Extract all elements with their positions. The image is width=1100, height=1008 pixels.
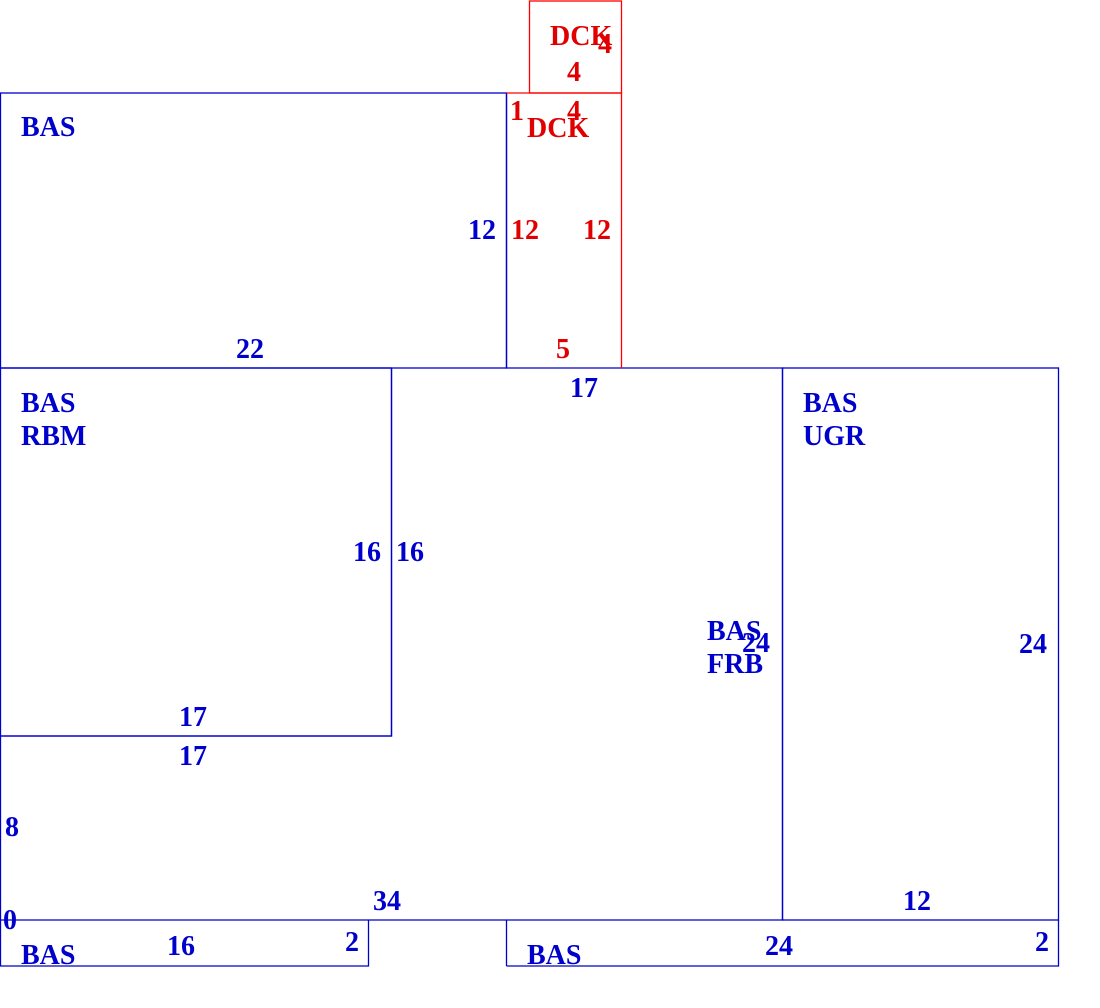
bas-ugr-outline bbox=[781, 367, 1060, 921]
bas-ugr-dim-bottom: 12 bbox=[903, 886, 931, 917]
deck-top-dim-right: 4 bbox=[598, 29, 612, 60]
deck-side-label: DCK bbox=[527, 113, 589, 144]
bas-frb-dim-upper-left: 17 bbox=[179, 741, 207, 772]
bas-bottom-right-label: BAS bbox=[527, 940, 581, 971]
bas-rbm-label-2: RBM bbox=[21, 421, 86, 452]
deck-side-dim-bottom: 5 bbox=[556, 334, 570, 365]
bas-bottom-left-dim-right: 2 bbox=[345, 927, 359, 958]
bas-bottom-right-dim-top: 24 bbox=[765, 931, 793, 962]
bas-frb-label-2: FRB bbox=[707, 649, 763, 680]
deck-side-outline bbox=[506, 92, 623, 368]
bas-ugr-label-2: UGR bbox=[803, 421, 866, 452]
bas-rbm-dim-right: 16 bbox=[353, 537, 381, 568]
bas-bottom-left-outline bbox=[0, 920, 370, 967]
bas-ugr-label-1: BAS bbox=[803, 388, 857, 419]
bas-bottom-left-dim-left: 0 bbox=[3, 905, 17, 936]
bas-upper-outline bbox=[0, 92, 508, 369]
deck-side-dim-left: 12 bbox=[511, 215, 539, 246]
bas-frb-dim-left: 16 bbox=[396, 537, 424, 568]
bas-frb-dim-right: 24 bbox=[742, 628, 770, 659]
bas-bottom-right-outline bbox=[505, 920, 1060, 967]
bas-ugr-dim-right: 24 bbox=[1019, 629, 1047, 660]
deck-side-dim-right: 12 bbox=[583, 215, 611, 246]
bas-frb-label-1: BAS bbox=[707, 616, 761, 647]
bas-upper-dim-right: 12 bbox=[468, 215, 496, 246]
deck-side-dim-top: 4 bbox=[567, 96, 581, 127]
bas-frb-dim-left-edge: 8 bbox=[5, 812, 19, 843]
bas-frb-outline bbox=[0, 93, 784, 921]
deck-top-dim-bottom: 4 bbox=[567, 57, 581, 88]
bas-bottom-right-dim-right: 2 bbox=[1035, 927, 1049, 958]
deck-top-label: DCK bbox=[550, 21, 612, 52]
bas-rbm-label-1: BAS bbox=[21, 388, 75, 419]
deck-side-dim-top-left: 1 bbox=[510, 96, 524, 127]
bas-upper-dim-bottom: 22 bbox=[236, 334, 264, 365]
bas-bottom-left-dim-top: 16 bbox=[167, 931, 195, 962]
bas-rbm-dim-bottom: 17 bbox=[179, 702, 207, 733]
bas-frb-dim-top: 17 bbox=[570, 373, 598, 404]
bas-frb-dim-bottom: 34 bbox=[373, 886, 401, 917]
bas-upper-label: BAS bbox=[21, 112, 75, 143]
bas-bottom-left-label: BAS bbox=[21, 940, 75, 971]
